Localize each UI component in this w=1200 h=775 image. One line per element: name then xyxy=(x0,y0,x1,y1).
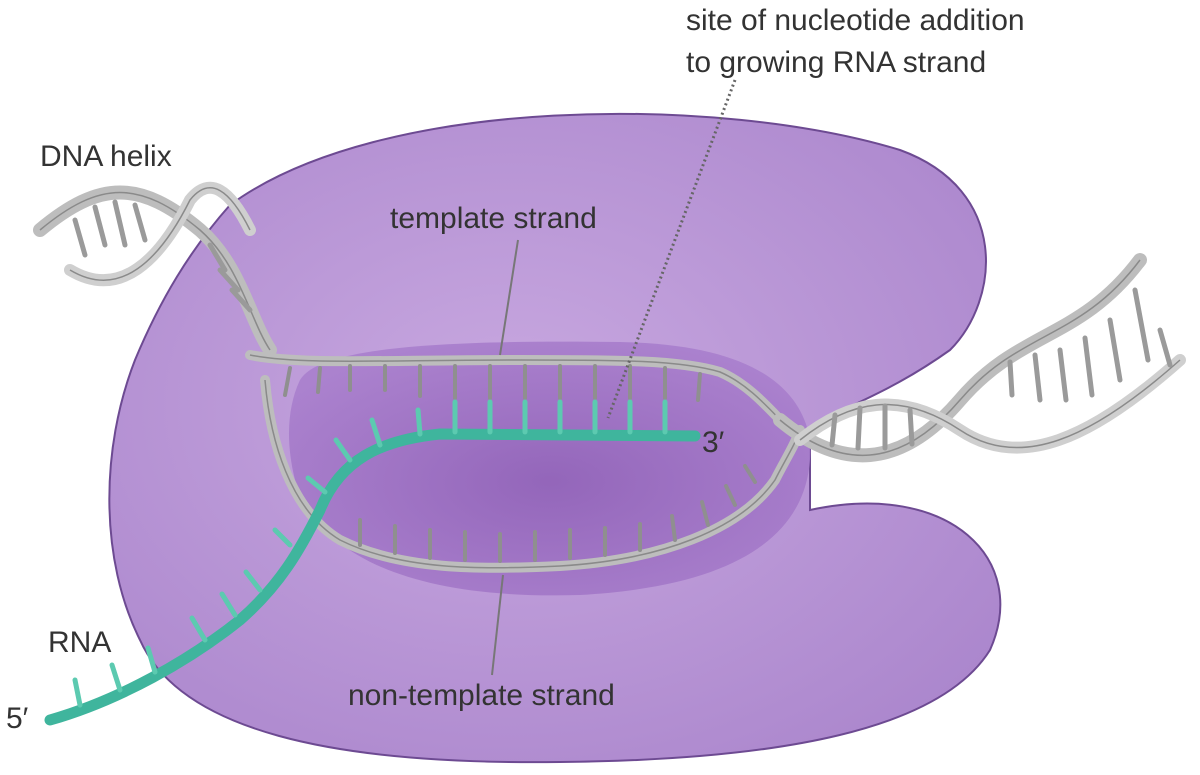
rna-strand xyxy=(44,399,701,726)
template-strand-label: template strand xyxy=(390,202,597,235)
site-label-line2: to growing RNA strand xyxy=(686,46,986,79)
three-prime-label: 3′ xyxy=(702,426,725,459)
non-template-strand xyxy=(260,375,805,573)
five-prime-label: 5′ xyxy=(6,702,29,735)
site-pointer xyxy=(606,79,737,419)
dna-helix-label: DNA helix xyxy=(40,140,172,173)
dna-helix-right xyxy=(773,253,1186,463)
template-strand-pointer xyxy=(499,239,519,356)
dna-helix-left xyxy=(33,181,277,357)
non-template-strand-label: non-template strand xyxy=(348,679,615,712)
non-template-strand-pointer xyxy=(491,574,504,676)
transcription-bubble xyxy=(288,341,811,596)
template-strand xyxy=(245,350,795,435)
rna-label: RNA xyxy=(48,626,111,659)
site-label-line1: site of nucleotide addition xyxy=(686,4,1025,37)
